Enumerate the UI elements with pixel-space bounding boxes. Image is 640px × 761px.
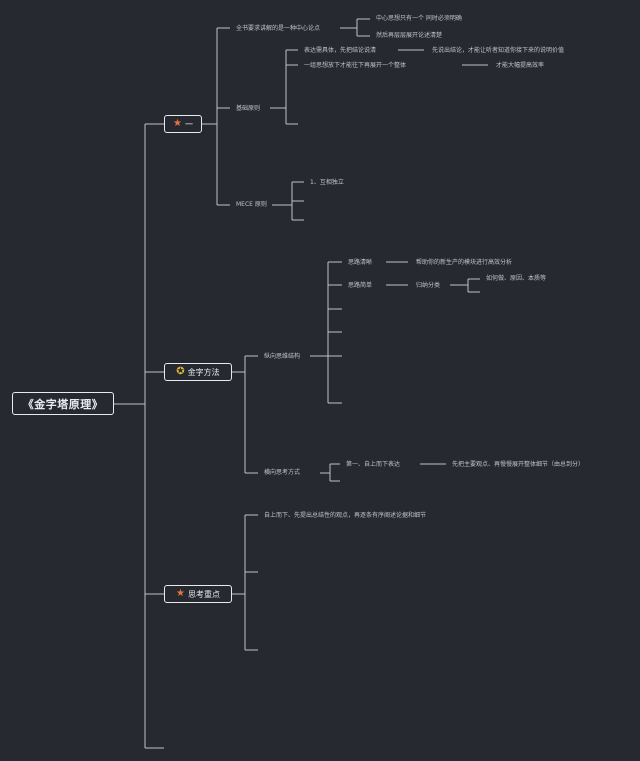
branch-2-label: 金字方法 [187,367,220,377]
star-icon: ★ [173,118,182,129]
branch-1-topic-3[interactable]: MECE 原则 [236,201,267,208]
branch-1-topic-2a[interactable]: 表达需具体，先把结论说清 [304,47,377,54]
branch-2-topic-1b1[interactable]: 归纳分类 [416,282,441,289]
branch-1-node[interactable]: ★ 一 [164,115,202,133]
branch-1-topic-2[interactable]: 基础原则 [236,105,261,112]
branch-2-topic-2[interactable]: 横向思考方式 [264,469,301,476]
root-node[interactable]: 《金字塔原理》 [12,392,114,415]
branch-2-topic-2a[interactable]: 第一、自上而下表达 [346,461,401,468]
branch-1-label: 一 [184,119,193,129]
branch-1-topic-2a1[interactable]: 先说出结论，才能让听者知道你接下来的说明价值 [432,47,565,54]
branch-2-topic-1[interactable]: 纵向思维结构 [264,353,301,360]
badge-icon: ✪ [176,366,185,377]
branch-3-node[interactable]: ★ 思考重点 [164,585,232,603]
star-icon: ★ [176,588,185,599]
branch-2-topic-1a[interactable]: 思路清晰 [348,259,373,266]
branch-2-node[interactable]: ✪ 金字方法 [164,363,232,381]
branch-2-topic-1b[interactable]: 思路简单 [348,282,373,289]
branch-3-topic-1[interactable]: 自上而下、先提出总结性的观点，再逐条有序阐述论据和细节 [264,512,427,519]
branch-1-topic-1[interactable]: 全书要求讲解的是一种中心论点 [236,25,321,32]
branch-1-topic-1b[interactable]: 然后再层层展开论述清楚 [376,32,443,39]
branch-2-topic-1b1a[interactable]: 如何做、原因、本质等 [486,275,547,282]
branch-3-label: 思考重点 [187,589,220,599]
branch-1-topic-2b[interactable]: 一组思想放下才能往下再展开一个整体 [304,62,407,69]
branch-1-topic-3a[interactable]: 1、互相独立 [310,179,344,186]
branch-1-topic-1a[interactable]: 中心思想只有一个 同时必须明确 [376,15,462,22]
root-label: 《金字塔原理》 [22,397,104,411]
branch-1-topic-2b1[interactable]: 才能大幅提高效率 [496,62,545,69]
branch-2-topic-1a1[interactable]: 帮助你的新生产的模块进行高效分析 [416,259,513,266]
branch-2-topic-2a1[interactable]: 先把主要观点、再慢慢展开整体细节（由总到分） [452,461,585,468]
